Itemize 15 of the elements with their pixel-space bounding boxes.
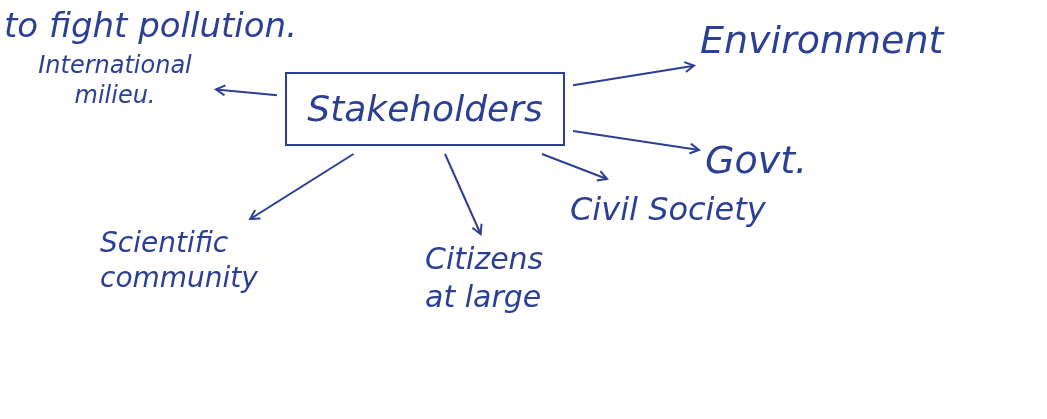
arrow bbox=[215, 84, 278, 97]
arrow bbox=[572, 130, 700, 155]
node-label: Environment bbox=[700, 17, 946, 64]
arrow bbox=[444, 153, 483, 235]
node-label: Scientific community bbox=[100, 225, 259, 295]
node-label: International milieu. bbox=[37, 50, 193, 110]
arrow bbox=[249, 153, 355, 220]
note-text: to fight pollution. bbox=[4, 4, 297, 47]
arrow bbox=[572, 61, 695, 87]
node-label: Stakeholders bbox=[306, 87, 544, 131]
stakeholder-box bbox=[285, 72, 565, 146]
node-label: Citizens at large bbox=[425, 240, 545, 315]
arrow bbox=[541, 153, 608, 182]
node-label: Civil Society bbox=[570, 189, 767, 230]
node-label: Govt. bbox=[705, 137, 809, 184]
